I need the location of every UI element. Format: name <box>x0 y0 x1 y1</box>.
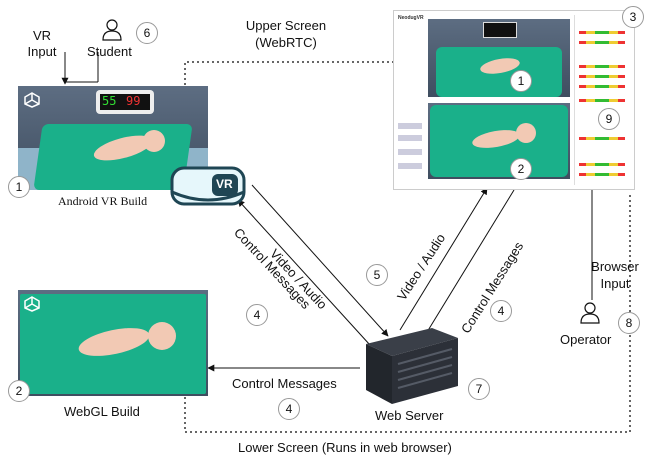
step-badge-8: 8 <box>618 312 640 334</box>
upper-screen-boundary <box>184 61 420 155</box>
step-badge-2a: 2 <box>8 380 30 402</box>
lower-view <box>428 103 570 179</box>
unity-logo-2 <box>24 296 40 312</box>
video-audio-arrow-1 <box>251 184 389 337</box>
browser-input-label: Browser Input <box>591 259 639 291</box>
operator-label: Operator <box>560 332 612 347</box>
control-arrow-2 <box>423 189 515 338</box>
step-badge-2b: 2 <box>510 158 532 180</box>
step-badge-1a: 1 <box>8 176 30 198</box>
vr-headset-icon <box>170 166 246 206</box>
vr-badge: VR <box>216 177 233 191</box>
step-badge-9: 9 <box>598 108 620 130</box>
step-badge-4a: 4 <box>246 304 268 326</box>
control-arrow-1 <box>237 199 371 346</box>
android-build-label: Android VR Build <box>58 194 148 208</box>
step-badge-4c: 4 <box>278 398 300 420</box>
video-audio-arrow-2 <box>399 187 488 331</box>
unity-logo <box>24 92 40 108</box>
step-badge-3: 3 <box>622 6 644 28</box>
spo2-value: 99 <box>126 94 141 108</box>
step-badge-1b: 1 <box>510 70 532 92</box>
vital-monitor: 55 99 <box>96 90 154 114</box>
step-badge-7: 7 <box>468 378 490 400</box>
browser-panel: NeodugVR <box>393 10 635 190</box>
student-label: Student <box>87 44 132 59</box>
upper-view <box>428 19 570 97</box>
step-badge-5: 5 <box>366 264 388 286</box>
step-badge-6: 6 <box>136 22 158 44</box>
vr-input-label: VR Input <box>27 28 57 59</box>
webgl-scene <box>18 290 208 396</box>
lower-screen-label: Lower Screen (Runs in web browser) <box>238 440 452 455</box>
webgl-build-label: WebGL Build <box>64 404 140 419</box>
web-server-icon <box>366 328 458 404</box>
upper-screen-label: Upper Screen (WebRTC) <box>245 18 327 50</box>
control-messages-label-3: Control Messages <box>232 376 337 391</box>
operator-icon <box>580 302 600 324</box>
web-server-label: Web Server <box>375 408 444 423</box>
control-panel <box>574 15 631 185</box>
student-icon <box>102 19 122 41</box>
step-badge-4b: 4 <box>490 300 512 322</box>
hr-value: 55 <box>102 94 117 108</box>
neodug-title: NeodugVR <box>398 15 424 21</box>
